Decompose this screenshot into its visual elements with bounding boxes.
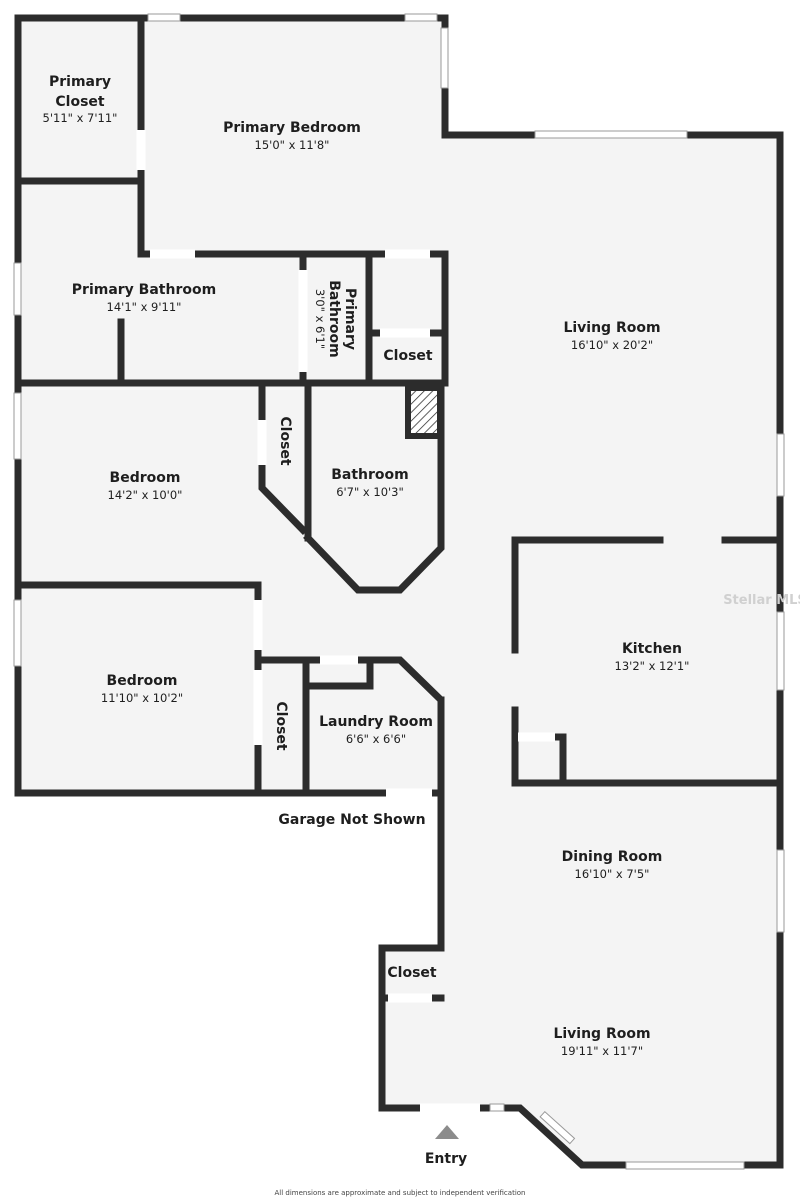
- windows: [13, 13, 785, 1170]
- entry-label: Entry: [425, 1151, 467, 1167]
- bedroom-upper-dims: 14'2" x 10'0": [108, 488, 183, 502]
- entry-arrow-icon: [435, 1125, 459, 1139]
- primary-bedroom-name: Primary Bedroom: [223, 120, 361, 136]
- bathroom-dims: 6'7" x 10'3": [336, 485, 404, 499]
- primary-closet-dims: 5'11" x 7'11": [43, 111, 118, 125]
- living-room-upper-name: Living Room: [563, 320, 660, 336]
- bedroom-upper-name: Bedroom: [110, 470, 181, 486]
- primary-bathroom-small-name-2: Bathroom: [326, 280, 342, 358]
- kitchen-name: Kitchen: [622, 641, 682, 657]
- primary-bedroom-dims: 15'0" x 11'8": [255, 138, 330, 152]
- laundry-room-dims: 6'6" x 6'6": [346, 732, 406, 746]
- primary-bathroom-dims: 14'1" x 9'11": [107, 300, 182, 314]
- bedroom-lower-name: Bedroom: [107, 673, 178, 689]
- primary-bathroom-small-name-1: Primary: [342, 288, 358, 350]
- doors: [136, 130, 555, 1113]
- closet-vertical-upper-name: Closet: [277, 416, 293, 466]
- bathroom-name: Bathroom: [331, 467, 409, 483]
- primary-closet-name-1: Primary: [49, 74, 111, 90]
- living-room-lower-dims: 19'11" x 11'7": [561, 1044, 643, 1058]
- kitchen-dims: 13'2" x 12'1": [615, 659, 690, 673]
- primary-closet-name-2: Closet: [55, 94, 105, 110]
- disclaimer: All dimensions are approximate and subje…: [275, 1189, 526, 1197]
- closet-lower-name: Closet: [387, 965, 437, 981]
- living-room-lower-name: Living Room: [553, 1026, 650, 1042]
- closet-upper-name: Closet: [383, 348, 433, 364]
- dining-room-name: Dining Room: [562, 849, 663, 865]
- closet-vertical-lower-name: Closet: [273, 701, 289, 751]
- dining-room-dims: 16'10" x 7'5": [575, 867, 650, 881]
- primary-bathroom-name: Primary Bathroom: [72, 282, 216, 298]
- primary-bathroom-small-dims: 3'0" x 6'1": [313, 289, 327, 349]
- living-room-upper-dims: 16'10" x 20'2": [571, 338, 653, 352]
- room-labels: Primary Closet 5'11" x 7'11" Primary Bed…: [43, 74, 690, 1058]
- bedroom-lower-dims: 11'10" x 10'2": [101, 691, 183, 705]
- garage-note: Garage Not Shown: [278, 812, 425, 828]
- watermark: Stellar MLS: [723, 593, 800, 608]
- laundry-room-name: Laundry Room: [319, 714, 433, 730]
